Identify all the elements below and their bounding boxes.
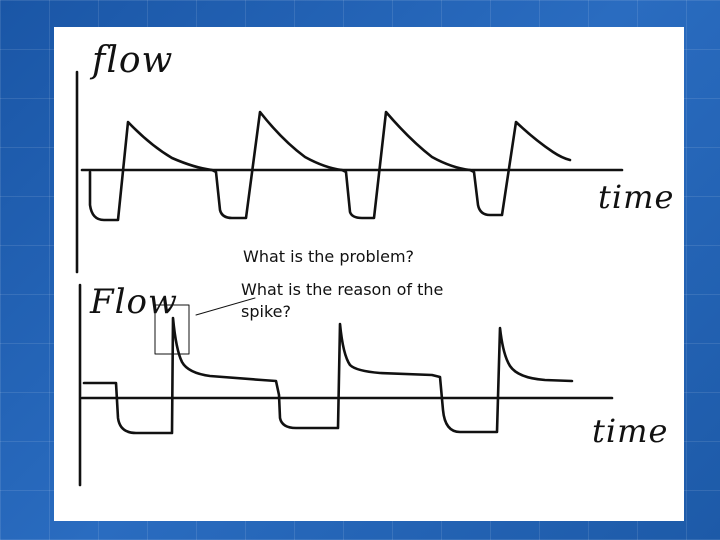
scanned-sketch-page	[54, 27, 684, 521]
question-problem: What is the problem?	[243, 247, 415, 266]
top-y-axis-label: flow	[92, 40, 174, 81]
question-spike-reason: What is the reason of the spike?	[241, 280, 444, 321]
top-flow-waveform	[88, 110, 572, 222]
bottom-x-axis-label: time	[592, 412, 669, 450]
callout-line	[195, 297, 256, 316]
bottom-y-axis-label: Flow	[90, 282, 179, 322]
top-x-axis-label: time	[598, 178, 675, 216]
bottom-flow-waveform	[82, 316, 574, 435]
spike-highlight-box	[154, 304, 190, 355]
